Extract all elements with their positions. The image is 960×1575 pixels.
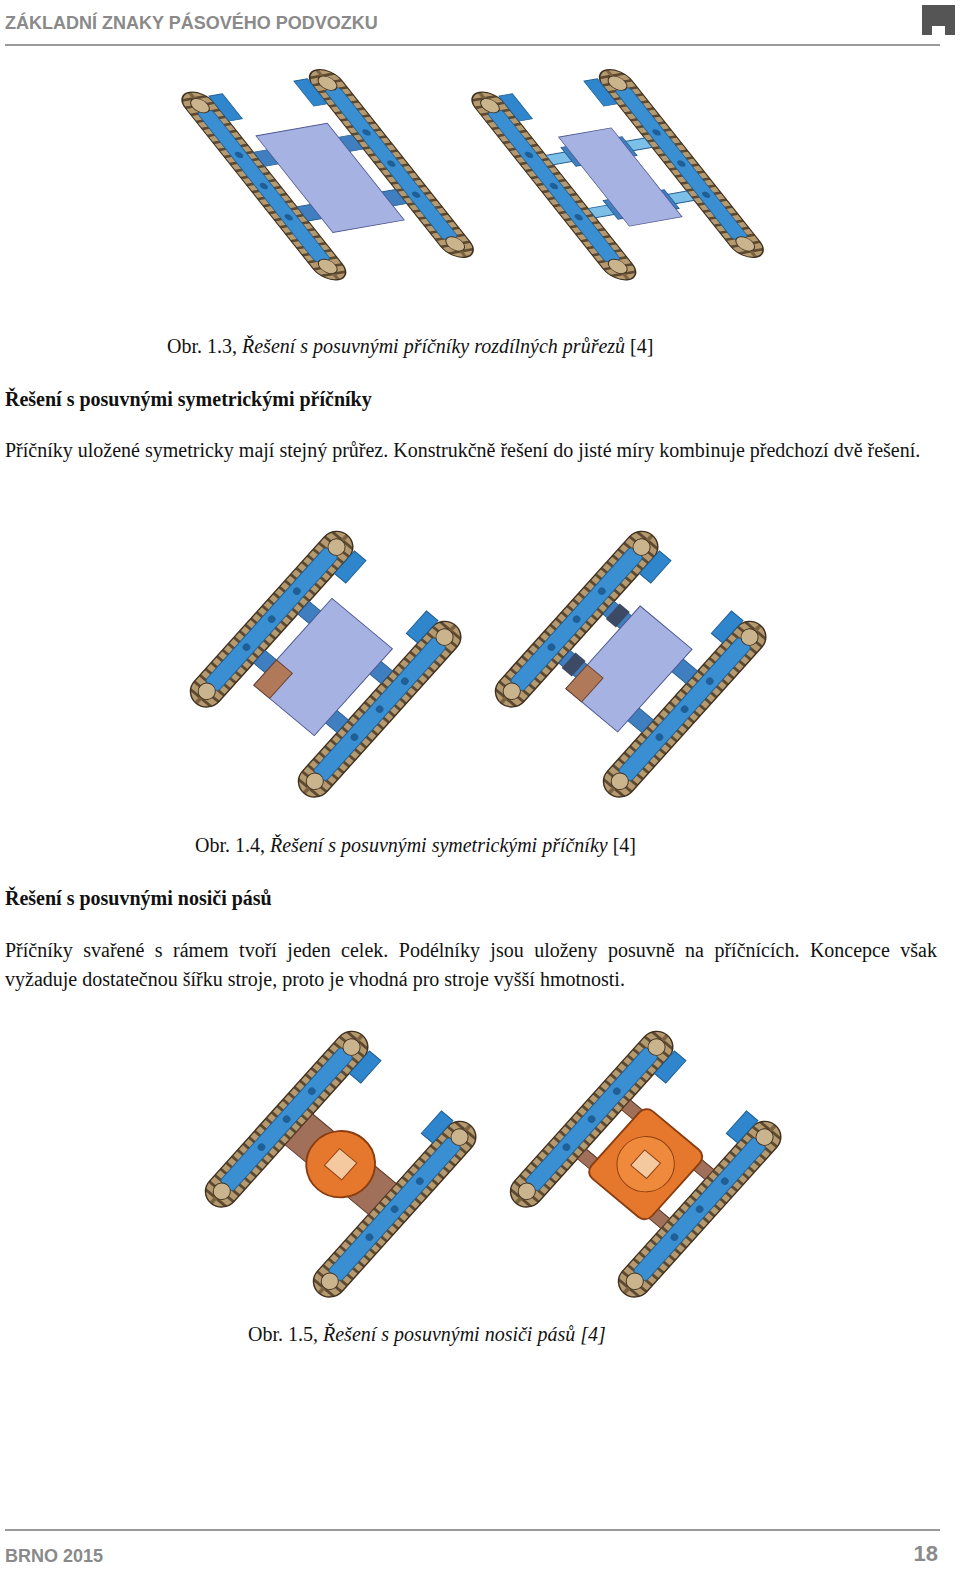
header-icon bbox=[922, 5, 955, 35]
undercarriage-figure bbox=[199, 1025, 483, 1303]
section-heading: Řešení s posuvnými symetrickými příčníky bbox=[5, 385, 372, 413]
reference: [4] bbox=[630, 335, 653, 357]
figure-number: Obr. 1.3, bbox=[167, 335, 237, 357]
footer-rule bbox=[5, 1529, 940, 1531]
caption-text: Řešení s posuvnými příčníky rozdílných p… bbox=[242, 335, 625, 357]
figure-caption: Obr. 1.4,Řešení s posuvnými symetrickými… bbox=[195, 831, 636, 859]
figure-caption: Obr. 1.3,Řešení s posuvnými příčníky roz… bbox=[167, 332, 653, 360]
undercarriage-figure bbox=[465, 67, 770, 282]
figure-number: Obr. 1.5, bbox=[248, 1323, 318, 1345]
running-header: ZÁKLADNÍ ZNAKY PÁSOVÉHO PODVOZKU bbox=[5, 13, 378, 34]
figure-number: Obr. 1.4, bbox=[195, 834, 265, 856]
caption-text: Řešení s posuvnými nosiči pásů [4] bbox=[323, 1323, 606, 1345]
header-rule bbox=[5, 44, 940, 46]
undercarriage-figure bbox=[175, 67, 480, 282]
caption-text: Řešení s posuvnými symetrickými příčníky bbox=[270, 834, 608, 856]
figure-caption: Obr. 1.5,Řešení s posuvnými nosiči pásů … bbox=[248, 1320, 606, 1348]
undercarriage-figure bbox=[504, 1025, 788, 1303]
undercarriage-figure bbox=[489, 525, 773, 803]
undercarriage-figure bbox=[184, 525, 468, 803]
section-heading: Řešení s posuvnými nosiči pásů bbox=[5, 884, 272, 912]
body-paragraph: Příčníky svařené s rámem tvoří jeden cel… bbox=[5, 936, 937, 994]
page-number: 18 bbox=[914, 1541, 938, 1567]
reference: [4] bbox=[613, 834, 636, 856]
body-paragraph: Příčníky uložené symetricky mají stejný … bbox=[5, 436, 937, 465]
footer-text: BRNO 2015 bbox=[5, 1546, 103, 1567]
